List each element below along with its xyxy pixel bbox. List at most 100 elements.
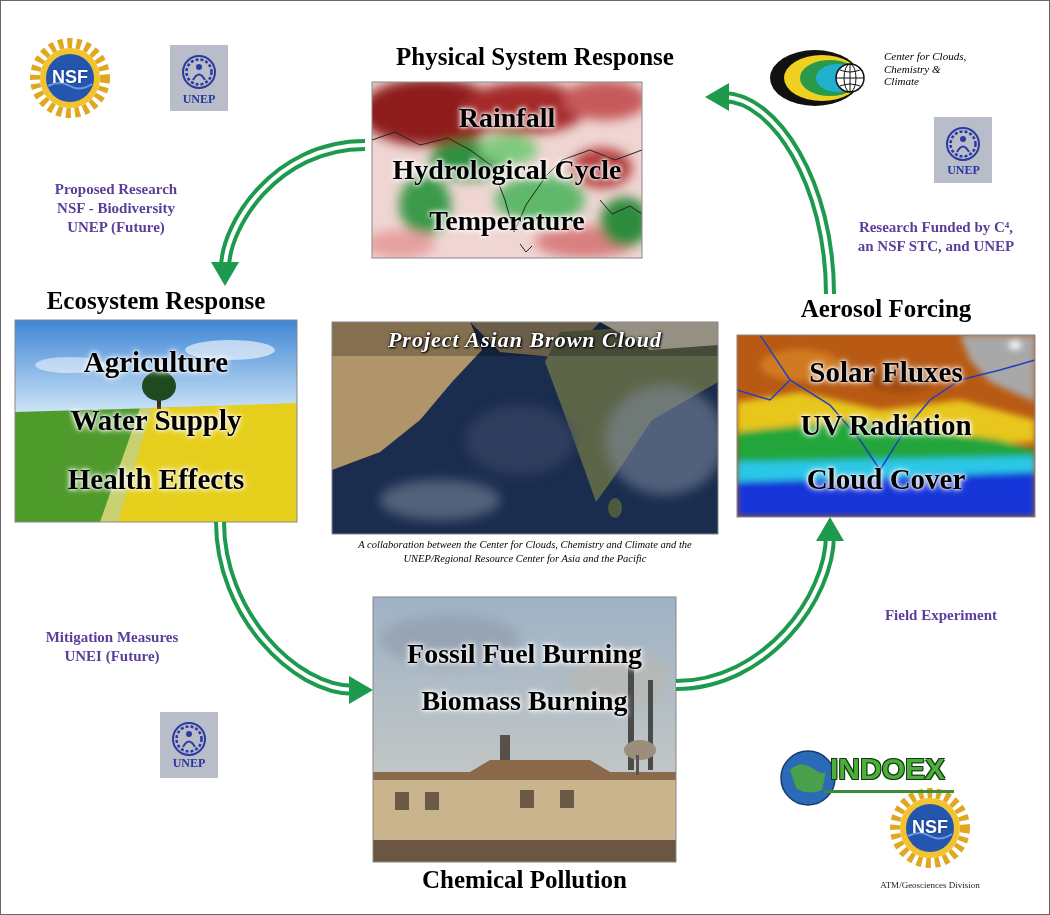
- satellite-image-part: [332, 322, 718, 534]
- satellite-image-part-part-part: [465, 405, 575, 475]
- logo-text: UNEP: [935, 164, 992, 178]
- c4-logo-part: [836, 64, 864, 92]
- text-area: Ecosystem Response: [12, 286, 300, 320]
- satellite-image-part-part-part: [380, 480, 500, 520]
- factory-photo-part-part: [624, 740, 656, 760]
- factory-photo-part: [373, 597, 676, 862]
- factory-photo-part: [373, 597, 676, 862]
- panel-item: Hydrological Cycle: [393, 155, 622, 186]
- arrow-line: [225, 145, 365, 268]
- response-panel: Ecosystem ResponseAgricultureWater Suppl…: [12, 286, 300, 522]
- aerosol-map-part: [737, 335, 1035, 517]
- rainfall-map-part-part: [600, 200, 642, 214]
- unep-logo: [170, 45, 228, 111]
- caption-text: A collaboration between the Center for C…: [332, 538, 718, 565]
- satellite-image-part-part: [608, 498, 622, 518]
- cycle-arrow: [676, 517, 844, 685]
- arrow-head: [705, 83, 729, 111]
- arrow-line: [723, 97, 830, 294]
- satellite-image-part-part: [380, 385, 718, 520]
- rainfall-map-part-part: [520, 244, 532, 252]
- arrow-line: [676, 535, 830, 685]
- text-area: A collaboration between the Center for C…: [332, 538, 718, 572]
- nsf-logo: [35, 43, 105, 113]
- text-area: Project Asian Brown Cloud: [332, 327, 718, 361]
- satellite-image: [332, 322, 725, 534]
- panel-heading: Aerosol Forcing: [801, 294, 972, 324]
- logo-text: UNEP: [160, 757, 218, 771]
- text-area: Solar Fluxes UV RadiationCloud Cover: [737, 335, 1035, 517]
- logo-text: UNEP: [170, 93, 228, 107]
- panel-item: Health Effects: [68, 464, 244, 496]
- logo-text: Center for Clouds, Chemistry & Climate: [884, 50, 968, 88]
- c4-logo-part: [844, 64, 856, 92]
- factory-photo-part-part: [560, 790, 574, 808]
- text-area: RainfallHydrological CycleTemperature: [372, 82, 642, 258]
- panel-item: Water Supply: [70, 405, 241, 437]
- edge-label: Research Funded by C⁴, an NSF STC, and U…: [856, 218, 1016, 256]
- panel-item: Cloud Cover: [807, 464, 966, 496]
- rainfall-map-part-part: [372, 82, 642, 258]
- division-note: ATM/Geosciences Division: [858, 880, 1002, 891]
- aerosol-map-part-part-part: [960, 335, 1035, 402]
- response-panel: Fossil Fuel BurningBiomass BurningChemic…: [373, 597, 676, 902]
- logo-text: NSF: [900, 817, 960, 838]
- response-panel: Aerosol ForcingSolar Fluxes UV RadiationC…: [737, 294, 1035, 517]
- panel-item: Rainfall: [459, 103, 555, 134]
- arrow-head: [349, 676, 373, 704]
- aerosol-map-part-part: [737, 335, 1035, 517]
- arrow-line: [220, 522, 355, 690]
- edge-label: Field Experiment: [856, 606, 1026, 625]
- rainfall-map-part: [372, 82, 642, 258]
- unep-logo-part: [934, 117, 992, 183]
- cycle-arrow: [211, 145, 365, 286]
- text-area: AgricultureWater SupplyHealth Effects: [15, 320, 297, 522]
- indoex-logo-part: [824, 790, 954, 793]
- unep-logo-part: [160, 712, 218, 778]
- image-title: Project Asian Brown Cloud: [388, 327, 662, 353]
- panel-heading: Ecosystem Response: [47, 286, 266, 316]
- panel-item: Fossil Fuel Burning: [407, 639, 642, 670]
- factory-photo-part-part: [373, 840, 676, 862]
- factory-photo-part-part: [636, 755, 639, 775]
- field-photo-part: [15, 320, 297, 522]
- unep-logo: [934, 117, 992, 183]
- indoex-logo-part: [781, 751, 835, 805]
- aerosol-map-part: [737, 335, 1035, 517]
- panel-item: UV Radiation: [800, 410, 971, 442]
- cycle-arrow: [220, 522, 373, 704]
- rainfall-map: [360, 78, 650, 258]
- factory-photo-part-part: [373, 597, 676, 862]
- rainfall-map-part-part-part: [563, 82, 642, 120]
- factory-photo-part-part: [373, 772, 676, 842]
- field-photo-part: [15, 320, 297, 522]
- panel-item: Solar Fluxes: [809, 357, 962, 389]
- c4-logo-part: [836, 64, 864, 92]
- panel-item: Temperature: [429, 206, 585, 237]
- panel-item: Biomass Burning: [421, 686, 627, 717]
- panel-heading: Physical System Response: [396, 42, 674, 72]
- nsf-logo: [895, 793, 965, 863]
- unep-logo-part: [170, 45, 228, 111]
- aerosol-map-part-part-part: [1009, 341, 1021, 349]
- satellite-image-part-part-part: [605, 385, 718, 495]
- text-area: Fossil Fuel BurningBiomass Burning: [373, 597, 676, 862]
- nsf-logo-part: [895, 793, 965, 863]
- logo-text: NSF: [40, 67, 100, 88]
- c4-logo: [770, 50, 864, 106]
- text-area: Chemical Pollution: [373, 865, 676, 902]
- factory-photo-part-part: [395, 792, 409, 810]
- aerosol-map-part-part: [737, 335, 1035, 517]
- edge-label: Proposed Research NSF - Biodiversity UNE…: [40, 180, 192, 236]
- edge-label: Mitigation Measures UNEI (Future): [28, 628, 196, 666]
- indoex-logo-part: [781, 751, 835, 805]
- satellite-image-part: [332, 322, 718, 534]
- arrow-line: [220, 522, 355, 690]
- field-photo: [15, 320, 297, 522]
- panel-heading: Chemical Pollution: [422, 865, 627, 895]
- nsf-logo-part: [35, 43, 105, 113]
- text-area: Aerosol Forcing: [737, 294, 1035, 332]
- aerosol-map-part-part: [737, 380, 790, 400]
- response-panel: Physical System ResponseRainfallHydrolog…: [365, 42, 705, 258]
